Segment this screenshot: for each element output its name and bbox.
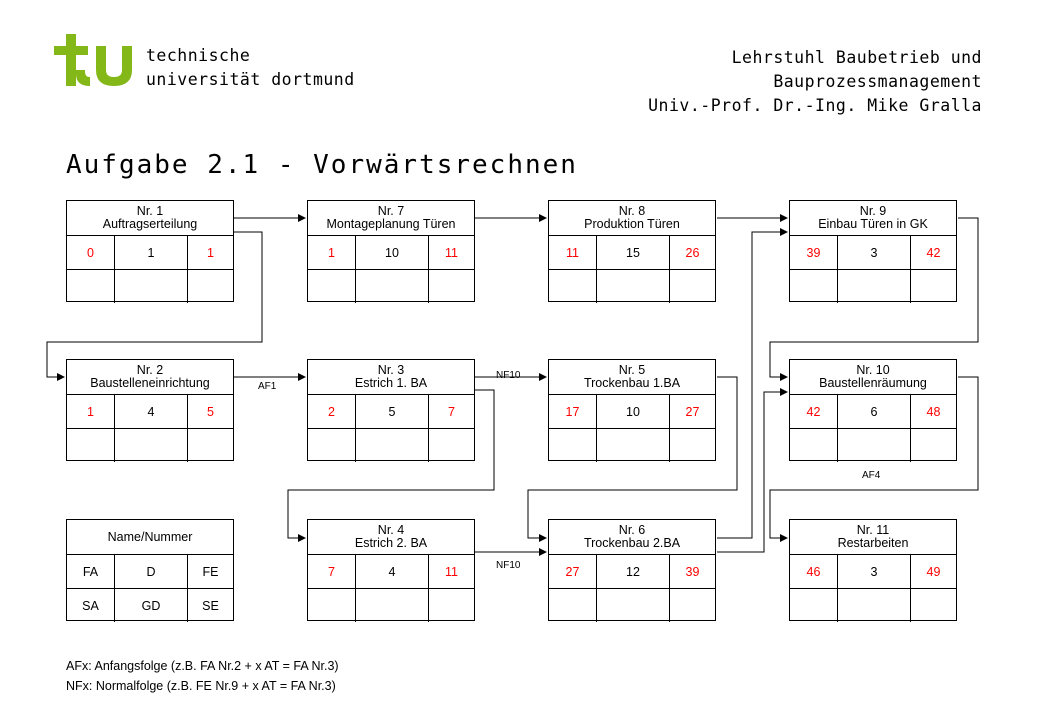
node-duration: 10 xyxy=(597,395,670,428)
edge-9-10 xyxy=(769,217,979,381)
node-fe: 26 xyxy=(685,245,700,260)
node-fa: 42 xyxy=(790,395,838,428)
node-fa: 7 xyxy=(308,555,356,588)
node-number: Nr. 1 xyxy=(136,204,164,218)
node-fe: 49 xyxy=(926,564,941,579)
node-duration: 4 xyxy=(356,555,429,588)
edge-5-6 xyxy=(527,376,738,542)
node-fe: 1 xyxy=(207,245,214,260)
node-duration: 3 xyxy=(838,555,911,588)
legend-fa: FA xyxy=(67,555,115,588)
page-title: Aufgabe 2.1 - Vorwärtsrechnen xyxy=(66,150,578,180)
legend-head: Name/Nummer xyxy=(107,529,193,544)
tu-logo xyxy=(54,34,132,86)
edge-label-af4: AF4 xyxy=(862,470,881,481)
node-name: Estrich 1. BA xyxy=(354,376,428,390)
node-fa: 17 xyxy=(549,395,597,428)
node-name: Einbau Türen in GK xyxy=(818,217,928,231)
edge-10-11 xyxy=(769,376,979,542)
edge-3-4 xyxy=(287,389,495,542)
university-line-1: technische xyxy=(146,46,251,65)
edge-6-10 xyxy=(717,388,788,553)
node-name: Auftragserteilung xyxy=(102,217,198,231)
node-number: Nr. 4 xyxy=(377,523,405,537)
node-fe: 42 xyxy=(926,245,941,260)
chair-line-3: Univ.-Prof. Dr.-Ing. Mike Gralla xyxy=(648,96,982,115)
node-duration: 1 xyxy=(115,236,188,269)
node-fe: 11 xyxy=(445,245,458,260)
chair-line-2: Bauprozessmanagement xyxy=(773,72,982,91)
chair-info: Lehrstuhl Baubetrieb und Bauprozessmanag… xyxy=(648,46,982,118)
node-fe: 11 xyxy=(445,564,458,579)
node-number: Nr. 5 xyxy=(618,363,646,377)
edge-label-nf10-top: NF10 xyxy=(496,370,521,381)
node-name: Montageplanung Türen xyxy=(326,217,456,231)
university-line-2: universität dortmund xyxy=(146,70,355,89)
node-fa: 0 xyxy=(67,236,115,269)
node-name: Trockenbau 2.BA xyxy=(583,536,681,550)
node-number: Nr. 3 xyxy=(377,363,405,377)
node-fe: 48 xyxy=(926,404,941,419)
node-number: Nr. 6 xyxy=(618,523,646,537)
node-name: Trockenbau 1.BA xyxy=(583,376,681,390)
node-number: Nr. 7 xyxy=(377,204,405,218)
footnote-af: AFx: Anfangsfolge (z.B. FA Nr.2 + x AT =… xyxy=(66,659,339,673)
node-fe: 7 xyxy=(448,404,455,419)
edge-label-af1: AF1 xyxy=(258,381,277,392)
node-duration: 6 xyxy=(838,395,911,428)
node-number: Nr. 11 xyxy=(856,523,890,537)
node-number: Nr. 10 xyxy=(856,363,890,377)
node-duration: 10 xyxy=(356,236,429,269)
legend-d: D xyxy=(115,555,188,588)
node-duration: 12 xyxy=(597,555,670,588)
legend-fe: FE xyxy=(202,564,219,579)
edge-6-9 xyxy=(717,228,788,539)
university-name: technische universität dortmund xyxy=(146,44,355,92)
node-fa: 1 xyxy=(67,395,115,428)
legend-se: SE xyxy=(202,598,219,613)
edge-1-2 xyxy=(46,231,263,381)
node-duration: 5 xyxy=(356,395,429,428)
node-name: Produktion Türen xyxy=(584,217,680,231)
node-fe: 27 xyxy=(685,404,700,419)
node-fa: 2 xyxy=(308,395,356,428)
node-number: Nr. 8 xyxy=(618,204,646,218)
node-duration: 15 xyxy=(597,236,670,269)
node-fa: 1 xyxy=(308,236,356,269)
footnote-nf: NFx: Normalfolge (z.B. FE Nr.9 + x AT = … xyxy=(66,679,336,693)
node-fe: 39 xyxy=(685,564,700,579)
node-name: Restarbeiten xyxy=(837,536,909,550)
edge-label-nf10-bottom: NF10 xyxy=(496,560,521,571)
node-fa: 46 xyxy=(790,555,838,588)
legend-sa: SA xyxy=(67,589,115,622)
node-name: Baustelleneinrichtung xyxy=(90,376,210,390)
chair-line-1: Lehrstuhl Baubetrieb und xyxy=(731,48,982,67)
node-number: Nr. 9 xyxy=(859,204,887,218)
node-fa: 39 xyxy=(790,236,838,269)
node-fe: 5 xyxy=(207,404,214,419)
legend-gd: GD xyxy=(115,589,188,622)
node-fa: 11 xyxy=(549,236,597,269)
node-fa: 27 xyxy=(549,555,597,588)
node-number: Nr. 2 xyxy=(136,363,164,377)
node-name: Estrich 2. BA xyxy=(354,536,428,550)
node-duration: 4 xyxy=(115,395,188,428)
node-duration: 3 xyxy=(838,236,911,269)
node-name: Baustellenräumung xyxy=(819,376,927,390)
footnotes: AFx: Anfangsfolge (z.B. FA Nr.2 + x AT =… xyxy=(66,656,339,696)
